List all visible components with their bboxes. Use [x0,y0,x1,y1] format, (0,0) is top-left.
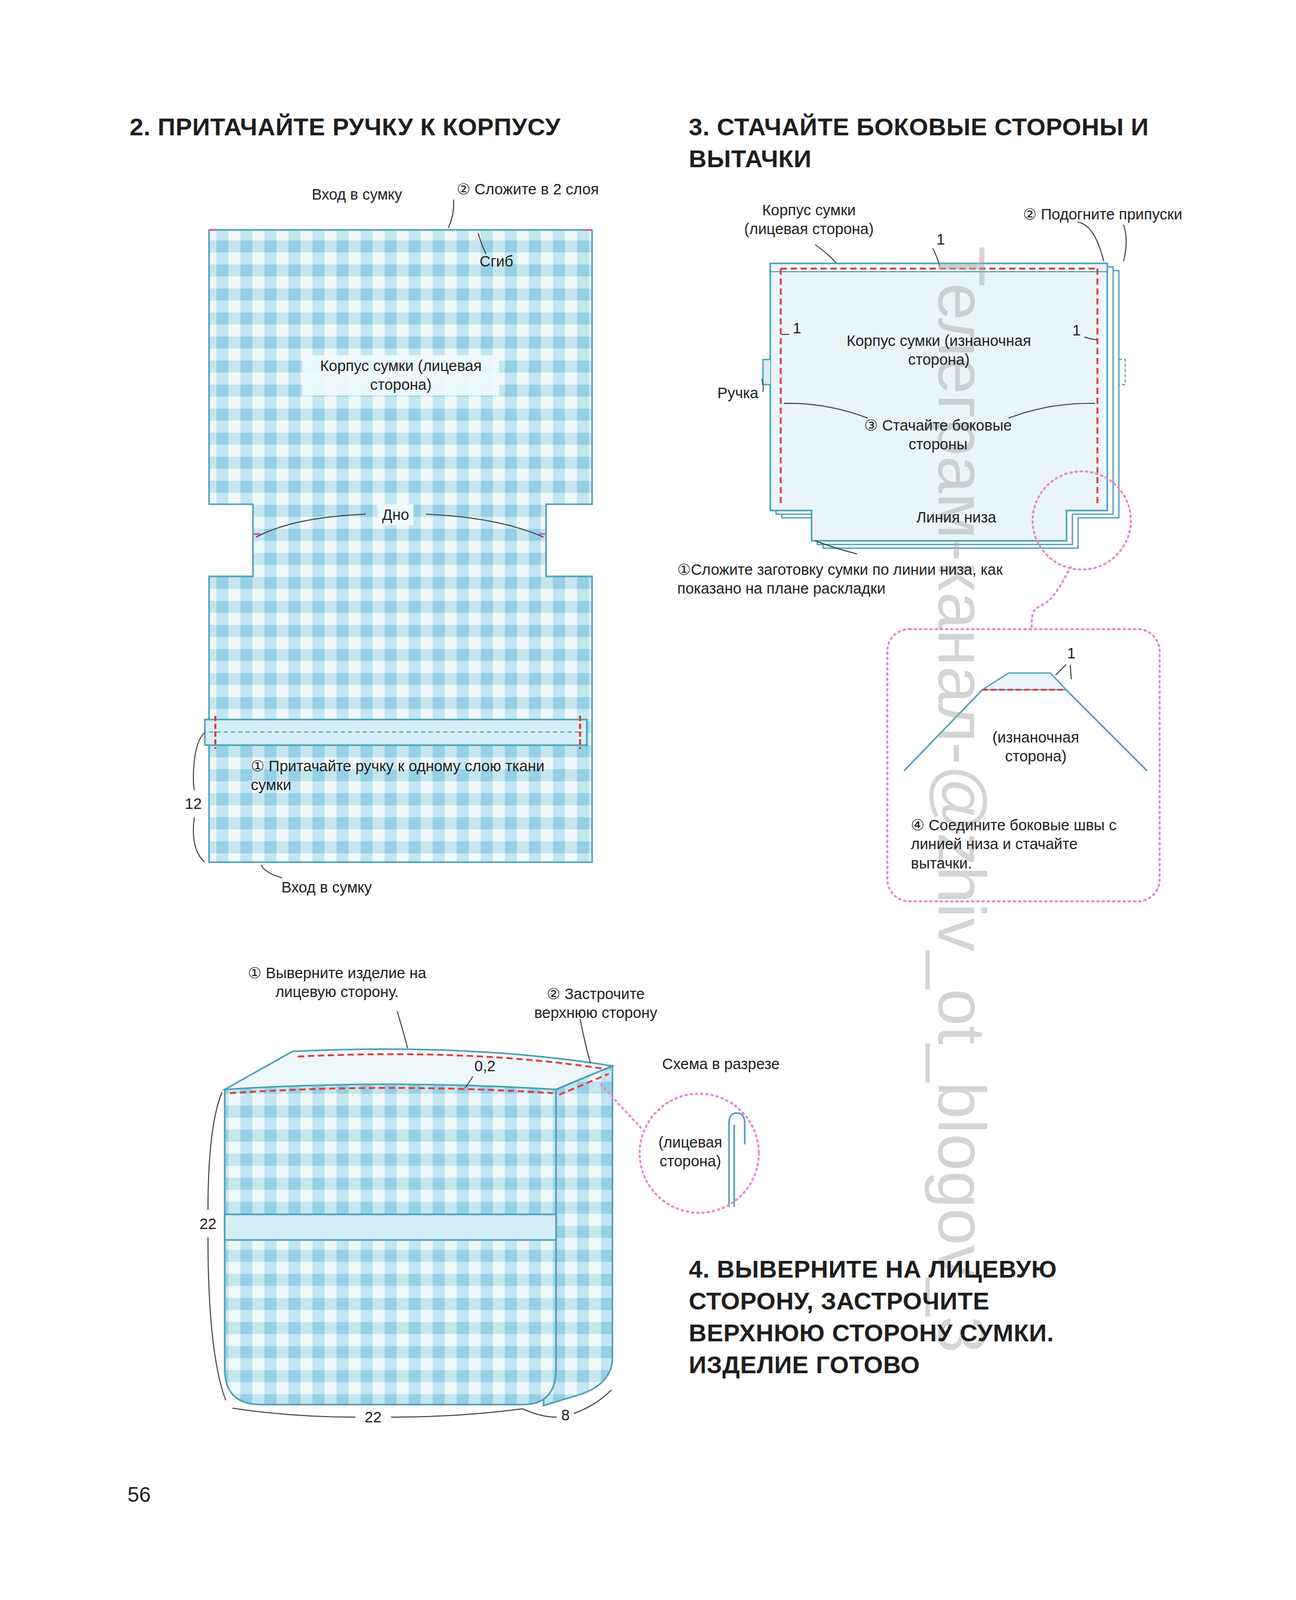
stitch-mark [215,715,581,749]
callout-border [887,629,1160,902]
dimension-bracket [207,1092,226,1401]
node-text: (лицевая сторона) [648,1132,733,1172]
callout-label: 8 [558,1404,573,1426]
leader-line [1077,222,1127,262]
leader-line [261,864,283,878]
bag-body: Корпус сумки (изнаночная сторона) [770,263,1108,541]
bag-piece [209,229,593,863]
callout-label: 12 [181,793,205,815]
flat-pattern [193,199,593,878]
leader-line [448,199,454,228]
step-heading: 2. ПРИТАЧАЙТЕ РУЧКУ К КОРПУСУ [129,110,561,143]
leader-line [478,233,486,254]
callout-label: ①Сложите заготовку сумки по линии низа, … [677,560,1023,599]
callout-label: ② Застрочите верхнюю сторону [519,984,672,1023]
detail-callout: (изнаночная сторона) ④ Соедините боковые … [885,627,1162,904]
node-heading: (изнаночная сторона) [962,727,1109,767]
watermark: Телеграм-канал-@zhiv_ot_blogov_3 [919,246,1004,1354]
callout-label: 0,2 [474,1056,496,1076]
page-number: 56 [127,1481,152,1508]
handle-tab [1118,359,1126,385]
leader-line [397,1011,591,1089]
section-callout: Схема в разрезе(лицевая сторона) [638,1092,761,1215]
node-heading: Корпус сумки (изнаночная сторона) [843,331,1035,370]
bag-front [224,1084,557,1405]
handle-stitch [209,731,583,733]
handle-strip [204,719,587,746]
callout-label: Линия низа [916,507,997,527]
callout-label: 22 [361,1406,385,1428]
pattern-piece: Корпус сумки (лицевая сторона) [209,229,593,863]
detail-circle [1032,471,1131,570]
section-border [639,1093,759,1213]
callout-label: ① Выверните изделие на лицевую сторону. [237,963,437,1002]
step-heading: 4. ВЫВЕРНИТЕ НА ЛИЦЕВУЮ СТОРОНУ, ЗАСТРОЧ… [688,1253,1118,1381]
leader-line [815,244,837,264]
callout-label: Ручка [717,383,759,403]
leader-line [1055,664,1072,680]
callout-label: Сгиб [479,251,514,271]
callout-label: 22 [196,1213,220,1235]
leader-dotted [600,1084,642,1129]
callout-label: 1 [936,229,945,249]
node-heading: Корпус сумки (лицевая сторона) [302,355,500,396]
node-text: ④ Соедините боковые швы с линией низа и … [910,815,1141,873]
callout-label: 1 [792,318,802,338]
callout-label: Дно [377,504,414,526]
node-heading: Схема в разрезе [658,1053,783,1075]
callout-label: ② Подогните припуски [1023,204,1183,224]
callout-label: 1 [1067,643,1076,663]
callout-label: Вход в сумку [281,877,372,897]
leader-line [761,378,764,392]
dotted-connector [1031,567,1071,628]
step-heading: 3. СТАЧАЙТЕ БОКОВЫЕ СТОРОНЫ И ВЫТАЧКИ [688,110,1180,175]
callout-label: ③ Стачайте боковые стороны [862,415,1014,455]
callout-label: ① Притачайте ручку к одному слою ткани с… [250,756,575,795]
leader-line [815,540,858,554]
top-stitch [229,1054,609,1095]
callout-label: ② Сложите в 2 слоя [456,179,599,199]
handle-strip [224,1214,557,1241]
fold-mark [209,229,593,535]
handle-tab [762,359,771,385]
callout-label: Корпус сумки (лицевая сторона) [730,200,888,239]
callout-label: 1 [1072,320,1081,340]
callout-label: Вход в сумку [311,184,402,204]
